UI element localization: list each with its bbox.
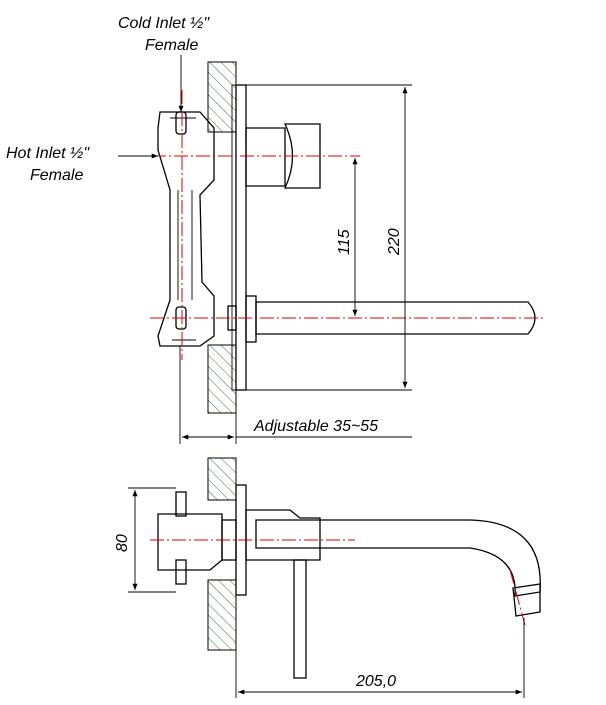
bottom-view: 80 205,0 <box>114 457 541 698</box>
plan-stem-bottom <box>175 559 187 585</box>
top-view: Cold Inlet ½" Female Hot Inlet ½" Female… <box>6 15 545 444</box>
handle-cap <box>283 123 321 189</box>
plan-spout-tip <box>512 583 541 617</box>
dim-80-label: 80 <box>114 534 131 552</box>
wall-hatch-bottom-lower <box>207 579 237 651</box>
cold-inlet-stub <box>175 111 187 135</box>
plan-body <box>157 513 223 571</box>
valve-body-inner <box>170 117 196 341</box>
plan-stem-top <box>175 491 187 517</box>
spout-collar <box>245 295 257 343</box>
plan-centerline-tip <box>509 569 526 626</box>
wall-hatch-top-lower <box>207 344 237 414</box>
valve-body <box>157 111 215 347</box>
hot-inlet-label-2: Female <box>30 167 83 184</box>
handle-top <box>245 127 286 187</box>
dim-205-label: 205,0 <box>355 673 396 690</box>
wall-plate-top <box>235 84 247 391</box>
plan-lever <box>293 559 307 679</box>
hot-inlet-label: Hot Inlet ½" <box>6 145 90 162</box>
wall-hatch-bottom-upper <box>207 457 237 501</box>
wall-hatch-top-upper <box>207 61 237 133</box>
spout-top <box>255 301 536 335</box>
adjustable-label: Adjustable 35~55 <box>253 418 378 435</box>
plan-handle <box>245 509 321 561</box>
dim-220-label: 220 <box>386 228 403 256</box>
cold-inlet-label-2: Female <box>145 37 198 54</box>
wall-plate-inner <box>231 84 237 391</box>
dim-115-label: 115 <box>336 229 353 255</box>
cold-inlet-label: Cold Inlet ½" <box>118 15 210 32</box>
plan-spout <box>255 519 541 597</box>
